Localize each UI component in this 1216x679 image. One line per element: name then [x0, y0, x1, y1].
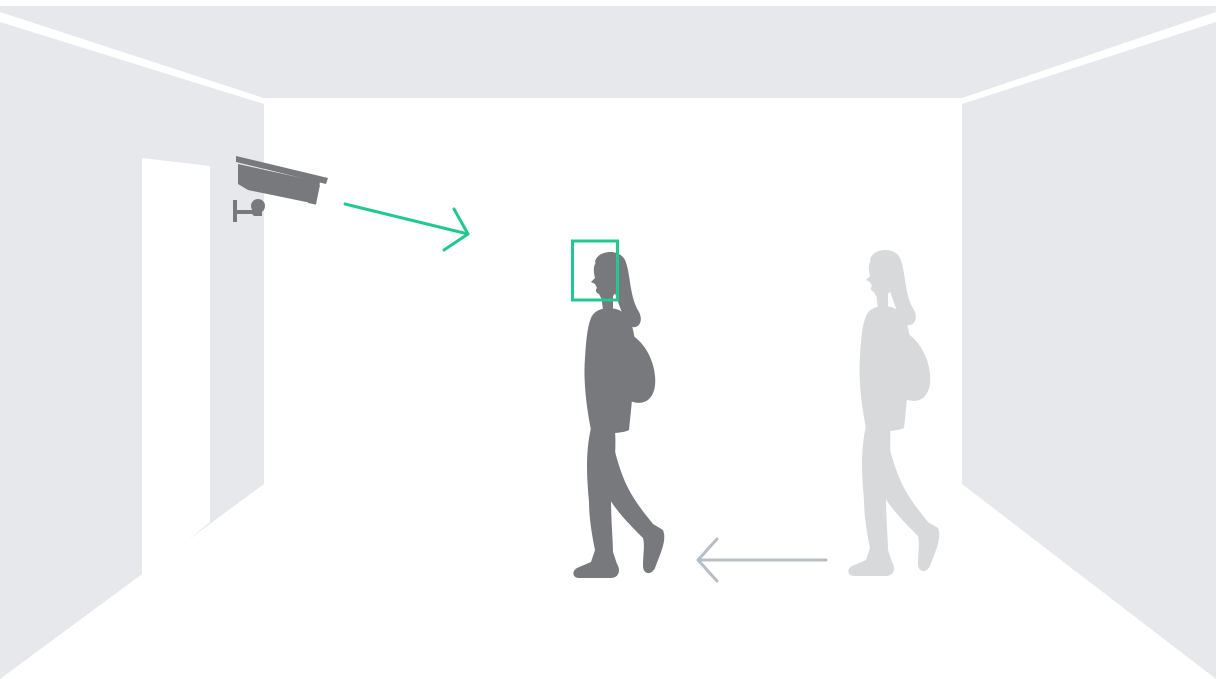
left-wall: [0, 22, 264, 679]
arrow-left-icon: [698, 539, 826, 581]
camera-mount-joint: [251, 199, 265, 213]
arrow-right-icon: [345, 204, 468, 250]
person-ghost-silhouette: [848, 250, 939, 576]
view-arrow-shaft: [345, 204, 468, 234]
right-wall: [962, 22, 1216, 679]
doorway: [142, 158, 210, 578]
